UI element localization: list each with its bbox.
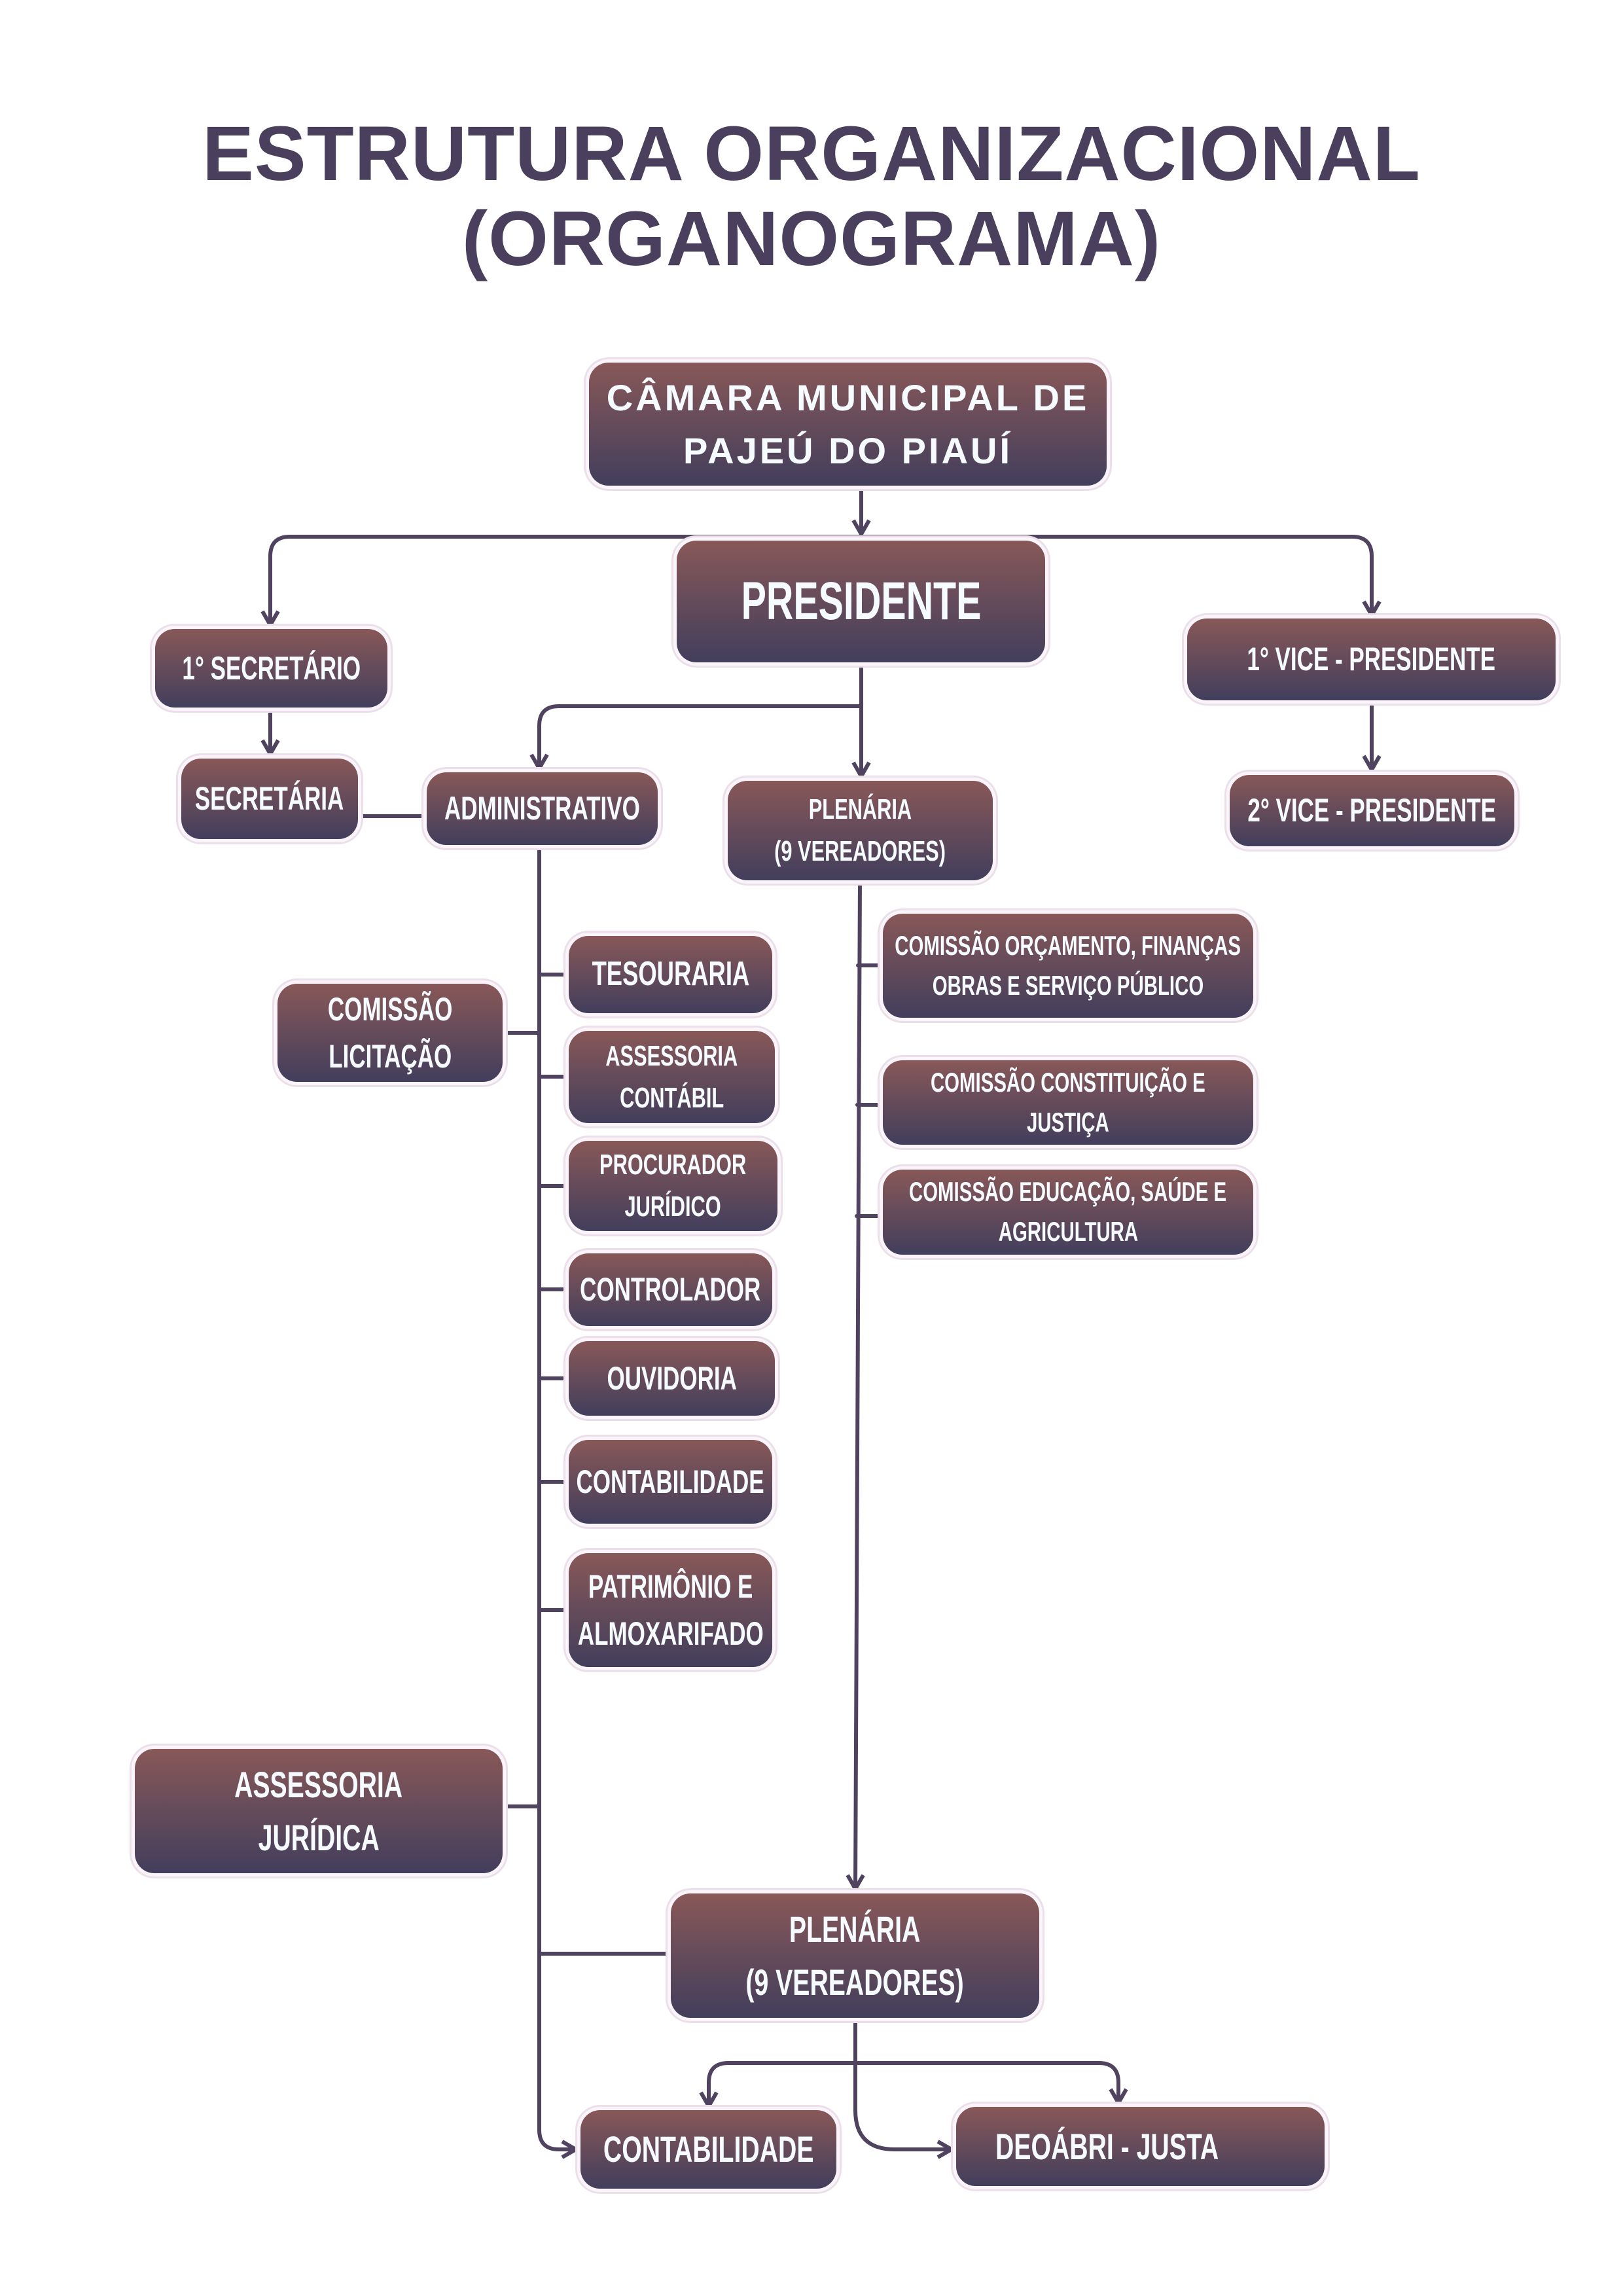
- node-administrativo: ADMINISTRATIVO: [427, 772, 658, 845]
- node-contabilidade: CONTABILIDADE: [569, 1440, 772, 1524]
- node-label: PLENÁRIA: [789, 1908, 921, 1950]
- node-label: CONTABILIDADE: [603, 2128, 814, 2170]
- node-label: OUVIDORIA: [607, 1359, 737, 1397]
- node-label: CONTÁBIL: [619, 1081, 724, 1114]
- node-label: LICITAÇÃO: [329, 1038, 452, 1075]
- node-comissao-licitacao: COMISSÃO LICITAÇÃO: [277, 984, 503, 1082]
- node-comissao-orcamento: COMISSÃO ORÇAMENTO, FINANÇAS OBRAS E SER…: [883, 914, 1253, 1018]
- node-label: (9 VEREADORES): [745, 1962, 965, 2003]
- node-label: PATRIMÔNIO E: [588, 1568, 753, 1605]
- node-patrimonio: PATRIMÔNIO E ALMOXARIFADO: [569, 1553, 772, 1667]
- connector-plenaria-trunk: [846, 878, 865, 1893]
- node-primeiro-secretario: 1° SECRETÁRIO: [155, 629, 387, 708]
- node-label: ADMINISTRATIVO: [444, 790, 640, 827]
- node-comissao-educacao: COMISSÃO EDUCAÇÃO, SAÚDE E AGRICULTURA: [883, 1170, 1253, 1255]
- node-label: AGRICULTURA: [998, 1216, 1138, 1247]
- node-label: SECRETÁRIA: [195, 780, 344, 817]
- node-procurador: PROCURADOR JURÍDICO: [569, 1141, 777, 1231]
- node-tesouraria: TESOURARIA: [569, 936, 772, 1013]
- node-label: CONTROLADOR: [580, 1271, 761, 1308]
- page-title-line-2: (ORGANOGRAMA): [461, 196, 1162, 282]
- node-segundo-vice: 2° VICE - PRESIDENTE: [1230, 775, 1514, 846]
- node-label: PROCURADOR: [599, 1149, 747, 1181]
- node-comissao-constituicao: COMISSÃO CONSTITUIÇÃO E JUSTIÇA: [883, 1060, 1253, 1145]
- node-label: TESOURARIA: [592, 955, 749, 994]
- node-presidente: PRESIDENTE: [677, 541, 1045, 662]
- node-plenaria-top: PLENÁRIA (9 VEREADORES): [728, 781, 993, 880]
- node-plenaria-bottom: PLENÁRIA (9 VEREADORES): [671, 1893, 1039, 2018]
- node-label: PLENÁRIA: [808, 793, 912, 826]
- node-label: ASSESSORIA: [605, 1039, 738, 1072]
- node-primeiro-vice: 1° VICE - PRESIDENTE: [1187, 619, 1556, 700]
- node-label: ASSESSORIA: [234, 1763, 403, 1805]
- node-label: PRESIDENTE: [741, 571, 981, 631]
- node-assessoria-contabil: ASSESSORIA CONTÁBIL: [569, 1031, 775, 1123]
- node-label: PAJEÚ DO PIAUÍ: [683, 430, 1013, 471]
- node-label: ALMOXARIFADO: [577, 1615, 764, 1652]
- connector-presidente-admin: [529, 704, 863, 773]
- node-controlador: CONTROLADOR: [569, 1253, 772, 1326]
- connector-top-bar: [268, 535, 1374, 627]
- node-label: CONTABILIDADE: [576, 1463, 765, 1500]
- node-label: JUSTIÇA: [1027, 1106, 1109, 1138]
- node-label: 1° VICE - PRESIDENTE: [1247, 641, 1496, 678]
- node-label: COMISSÃO ORÇAMENTO, FINANÇAS: [895, 929, 1241, 961]
- node-label: DEOÁBRI - JUSTA: [995, 2125, 1219, 2167]
- node-ouvidoria: OUVIDORIA: [569, 1341, 775, 1416]
- node-label: COMISSÃO: [327, 990, 453, 1028]
- node-label: JURÍDICO: [624, 1191, 722, 1223]
- connector-admin-trunk: [537, 843, 580, 2159]
- node-contabilidade-bottom: CONTABILIDADE: [580, 2110, 836, 2189]
- node-label: (9 VEREADORES): [774, 835, 946, 867]
- node-label: 1° SECRETÁRIO: [182, 649, 361, 687]
- node-deoabri: DEOÁBRI - JUSTA: [956, 2107, 1325, 2186]
- node-label: COMISSÃO CONSTITUIÇÃO E: [931, 1066, 1205, 1098]
- page-title-line-1: ESTRUTURA ORGANIZACIONAL: [202, 111, 1421, 197]
- node-camara: CÂMARA MUNICIPAL DE PAJEÚ DO PIAUÍ: [589, 363, 1107, 486]
- node-label: OBRAS E SERVIÇO PÚBLICO: [932, 969, 1204, 1001]
- node-label: JURÍDICA: [258, 1817, 380, 1858]
- node-label: CÂMARA MUNICIPAL DE: [606, 376, 1090, 418]
- connector-plenaria-bottom: [853, 2020, 956, 2159]
- node-label: COMISSÃO EDUCAÇÃO, SAÚDE E: [909, 1176, 1227, 1208]
- node-secretaria: SECRETÁRIA: [181, 759, 358, 839]
- node-label: 2° VICE - PRESIDENTE: [1247, 792, 1497, 829]
- node-assessoria-juridica: ASSESSORIA JURÍDICA: [135, 1749, 503, 1873]
